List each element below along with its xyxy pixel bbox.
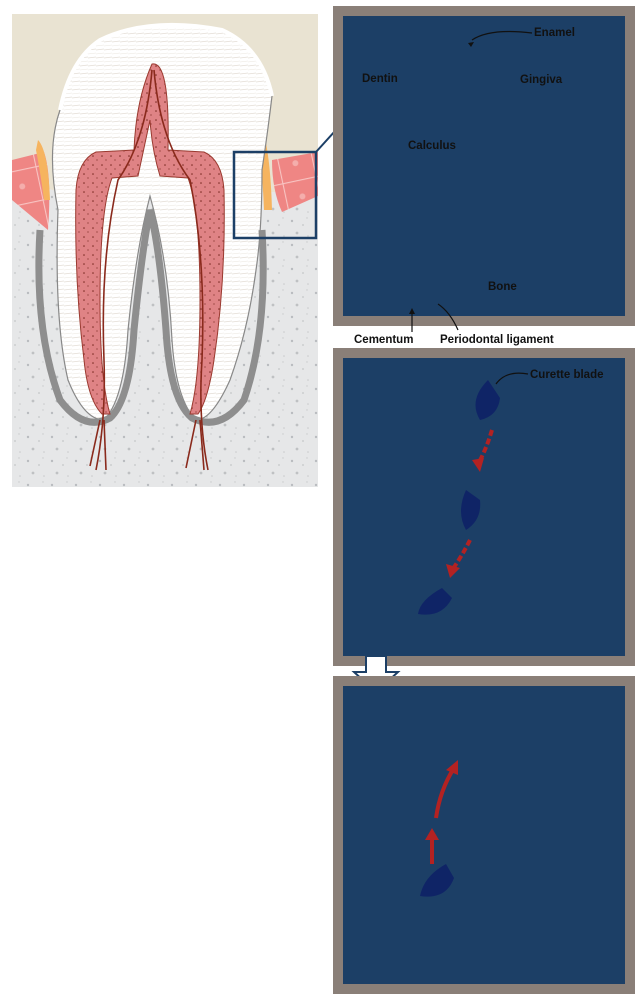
curette-pointer bbox=[495, 372, 529, 385]
label-enamel: Enamel bbox=[534, 27, 575, 39]
curette-blade-lift bbox=[420, 864, 454, 897]
zoom-region-box bbox=[232, 150, 318, 240]
label-bone: Bone bbox=[488, 281, 517, 293]
label-periodontal-ligament: Periodontal ligament bbox=[440, 334, 554, 346]
enamel-pointer bbox=[471, 30, 533, 41]
panel-removal bbox=[333, 676, 635, 994]
label-cementum: Cementum bbox=[354, 334, 413, 346]
panel-scaling: Curette blade bbox=[333, 348, 635, 666]
label-curette-blade: Curette blade bbox=[530, 369, 604, 381]
pulp bbox=[75, 63, 225, 415]
curette-blade-3 bbox=[418, 588, 452, 615]
tooth-cross-section bbox=[12, 14, 346, 487]
curette-blade-1 bbox=[475, 380, 500, 420]
label-calculus: Calculus bbox=[408, 140, 456, 152]
label-dentin: Dentin bbox=[362, 73, 398, 85]
panel-anatomy: Dentin Gingiva Calculus Bone Enamel bbox=[333, 6, 635, 326]
gingiva-right bbox=[272, 152, 318, 212]
ligament-pointer bbox=[437, 303, 459, 331]
curette-blade-2 bbox=[461, 490, 481, 530]
label-gingiva: Gingiva bbox=[520, 74, 563, 86]
stroke-arrow-1 bbox=[476, 429, 494, 465]
